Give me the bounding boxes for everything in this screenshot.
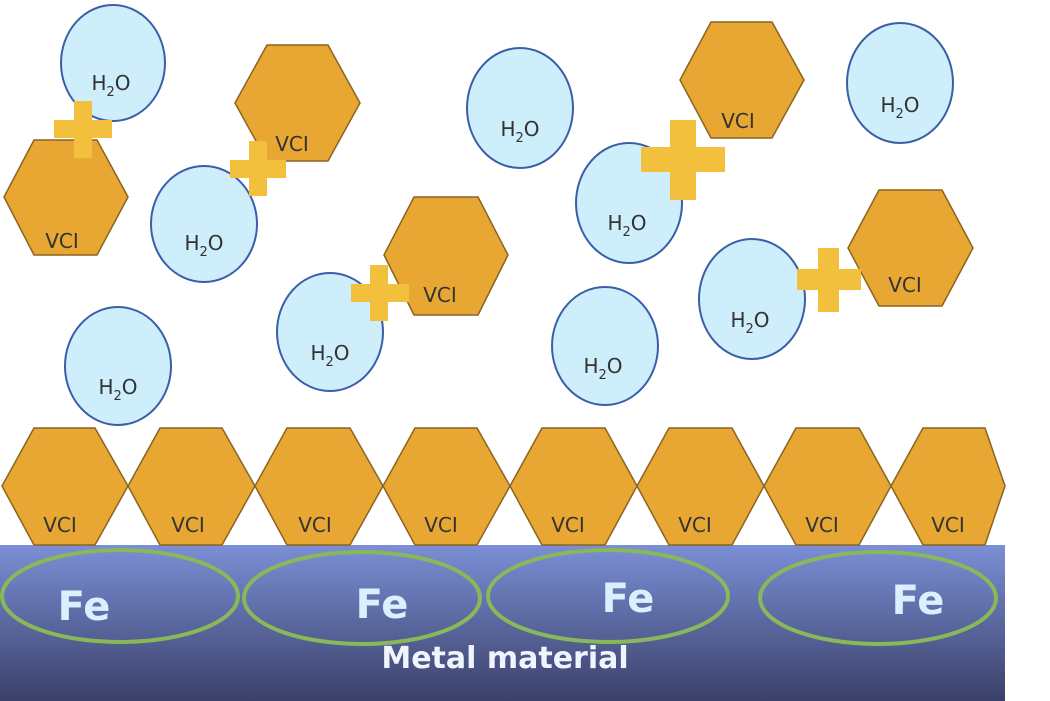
vci-molecule: VCI <box>763 427 892 546</box>
vci-label: VCI <box>551 513 585 537</box>
h2o-label: H2O <box>98 375 137 404</box>
fe-atoms: Fe Fe Fe Fe <box>0 548 998 646</box>
h2o-label: H2O <box>583 354 622 383</box>
vci-label: VCI <box>721 109 755 133</box>
vci-molecule: VCI <box>382 427 511 546</box>
water-molecule: H2O <box>150 165 258 283</box>
metal-material-layer <box>0 545 1005 701</box>
h2o-label: H2O <box>500 117 539 146</box>
vci-molecule: VCI <box>890 427 1006 546</box>
vci-label: VCI <box>423 283 457 307</box>
h2o-label: H2O <box>184 231 223 260</box>
vci-molecule: VCI <box>234 44 361 162</box>
h2o-label: H2O <box>607 211 646 240</box>
metal-material-label: Metal material <box>381 641 628 676</box>
vci-molecule: VCI <box>383 196 509 316</box>
plus-icon <box>230 141 286 196</box>
fe-label: Fe <box>602 576 655 622</box>
h2o-label: H2O <box>880 93 919 122</box>
vci-molecule: VCI <box>127 427 256 546</box>
water-molecule: H2O <box>64 306 172 426</box>
vci-molecule: VCI <box>636 427 765 546</box>
plus-icon <box>351 265 409 321</box>
vci-label: VCI <box>171 513 205 537</box>
vci-molecule: VCI <box>847 189 974 307</box>
vci-molecule: VCI <box>509 427 638 546</box>
water-molecule: H2O <box>551 286 659 406</box>
vci-molecule: VCI <box>679 21 805 139</box>
water-molecule: H2O <box>466 47 574 169</box>
vci-layer-row: VCI VCI VCI VCI VCI VCI VCI VCI <box>1 427 1006 546</box>
vci-label: VCI <box>424 513 458 537</box>
water-molecule: H2O <box>575 142 683 264</box>
vci-label: VCI <box>888 273 922 297</box>
plus-icon <box>797 248 861 312</box>
fe-label: Fe <box>58 584 111 630</box>
vci-molecule: VCI <box>254 427 384 546</box>
fe-label: Fe <box>356 582 409 628</box>
h2o-label: H2O <box>730 308 769 337</box>
vci-molecule: VCI <box>3 139 129 256</box>
h2o-label: H2O <box>91 71 130 100</box>
vci-label: VCI <box>931 513 965 537</box>
vci-label: VCI <box>45 229 79 253</box>
water-molecule: H2O <box>276 272 384 392</box>
vci-molecule: VCI <box>1 427 129 546</box>
vci-label: VCI <box>275 132 309 156</box>
plus-icon <box>641 120 725 200</box>
plus-icon <box>54 101 112 158</box>
fe-ring <box>486 548 730 644</box>
h2o-label: H2O <box>310 341 349 370</box>
fe-label: Fe <box>892 578 945 624</box>
water-molecule: H2O <box>698 238 806 360</box>
fe-ring <box>0 548 240 644</box>
vci-label: VCI <box>678 513 712 537</box>
fe-ring <box>242 550 482 646</box>
vci-label: VCI <box>298 513 332 537</box>
vci-label: VCI <box>43 513 77 537</box>
fe-ring <box>758 550 998 646</box>
vci-label: VCI <box>805 513 839 537</box>
water-molecule: H2O <box>846 22 954 144</box>
water-molecule: H2O <box>60 4 166 122</box>
